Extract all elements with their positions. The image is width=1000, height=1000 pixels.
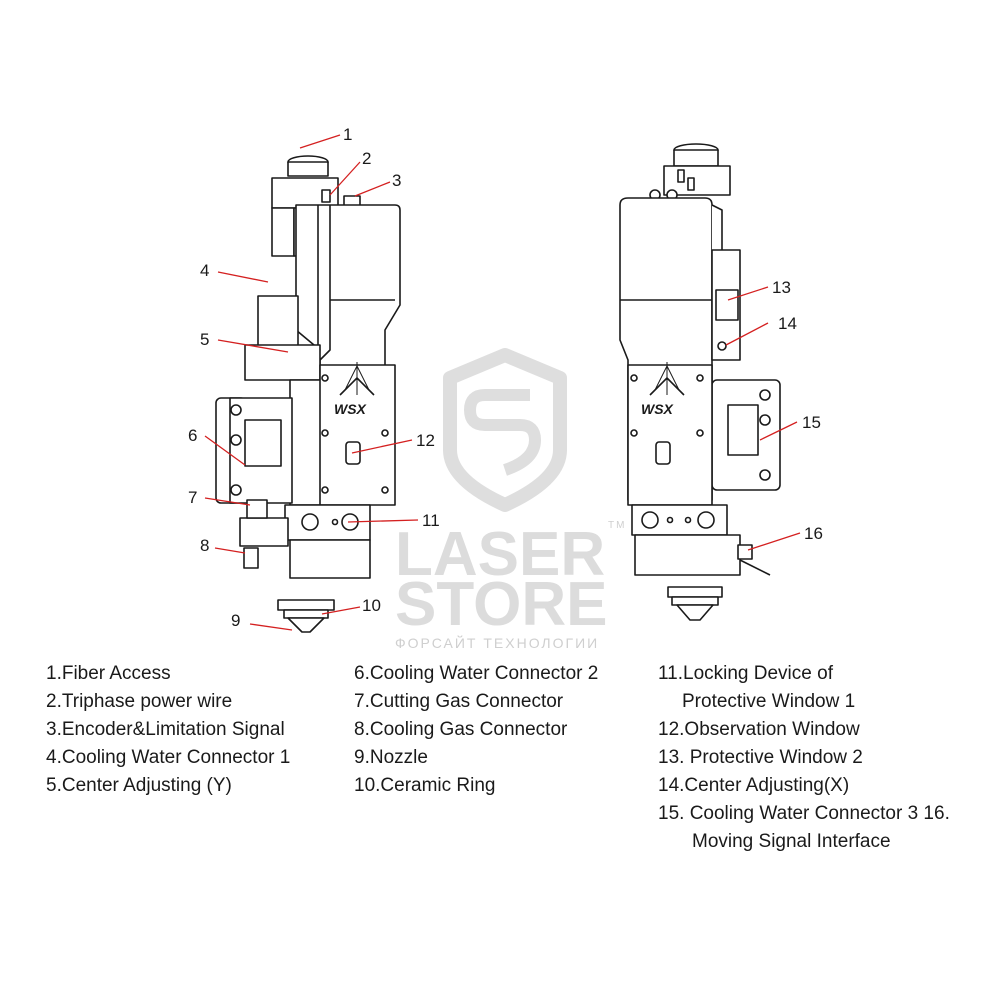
callout-2: 2 xyxy=(362,149,371,168)
logo-text-right: WSX xyxy=(641,401,675,417)
callout-15: 15 xyxy=(802,413,821,432)
laser-head-left-view: WSX xyxy=(215,155,401,633)
wsx-logo-right-icon xyxy=(649,362,685,396)
shield-logo-icon xyxy=(443,348,567,512)
legend-item-11-cont: Protective Window 1 xyxy=(682,691,856,712)
legend-column-1: 1.Fiber Access 2.Triphase power wire 3.E… xyxy=(46,660,290,800)
legend-item-6: 6.Cooling Water Connector 2 xyxy=(354,663,599,684)
legend-column-2: 6.Cooling Water Connector 2 7.Cutting Ga… xyxy=(354,660,598,800)
laser-head-diagram: LASER STORE ФОРСАЙТ ТЕХНОЛОГИИ TM xyxy=(188,125,823,651)
callout-12: 12 xyxy=(416,431,435,450)
legend-item-13: 13. Protective Window 2 xyxy=(658,747,863,768)
callout-11: 11 xyxy=(422,511,440,530)
watermark-line2: STORE xyxy=(395,570,607,639)
callout-10: 10 xyxy=(362,596,381,615)
legend-item-11: 11.Locking Device of xyxy=(658,663,833,684)
legend-column-3: 11.Locking Device of Protective Window 1… xyxy=(658,660,950,856)
watermark-tm: TM xyxy=(608,520,626,531)
legend-item-12: 12.Observation Window xyxy=(658,719,860,740)
wsx-logo-icon xyxy=(339,362,375,396)
callout-14: 14 xyxy=(778,314,797,333)
watermark: LASER STORE ФОРСАЙТ ТЕХНОЛОГИИ TM xyxy=(395,348,626,651)
legend-item-1: 1.Fiber Access xyxy=(46,663,171,684)
callout-lines xyxy=(204,134,801,631)
callout-1: 1 xyxy=(343,125,352,144)
legend-item-4: 4.Cooling Water Connector 1 xyxy=(46,747,291,768)
legend-item-2: 2.Triphase power wire xyxy=(46,691,233,712)
callout-7: 7 xyxy=(188,488,197,507)
legend-item-7: 7.Cutting Gas Connector xyxy=(354,691,564,712)
legend-item-9: 9.Nozzle xyxy=(354,747,428,768)
callout-5: 5 xyxy=(200,330,209,349)
callout-3: 3 xyxy=(392,171,401,190)
watermark-line1: LASER xyxy=(395,520,605,589)
callout-numbers: 1 2 3 4 5 6 7 8 9 10 11 12 13 14 15 16 xyxy=(188,125,823,630)
callout-6: 6 xyxy=(188,426,197,445)
legend-item-15: 15. Cooling Water Connector 3 16. xyxy=(658,803,950,824)
legend-item-14: 14.Center Adjusting(X) xyxy=(658,775,850,796)
legend-item-8: 8.Cooling Gas Connector xyxy=(354,719,568,740)
legend-item-3: 3.Encoder&Limitation Signal xyxy=(46,719,285,740)
legend-item-16: Moving Signal Interface xyxy=(692,831,891,852)
legend-item-5: 5.Center Adjusting (Y) xyxy=(46,775,232,796)
logo-text-left: WSX xyxy=(334,401,368,417)
callout-16: 16 xyxy=(804,524,823,543)
callout-8: 8 xyxy=(200,536,209,555)
callout-4: 4 xyxy=(200,261,209,280)
watermark-subtitle: ФОРСАЙТ ТЕХНОЛОГИИ xyxy=(395,634,599,651)
callout-9: 9 xyxy=(231,611,240,630)
callout-13: 13 xyxy=(772,278,791,297)
laser-head-right-view: WSX xyxy=(619,143,781,621)
legend-item-10: 10.Ceramic Ring xyxy=(354,775,496,796)
